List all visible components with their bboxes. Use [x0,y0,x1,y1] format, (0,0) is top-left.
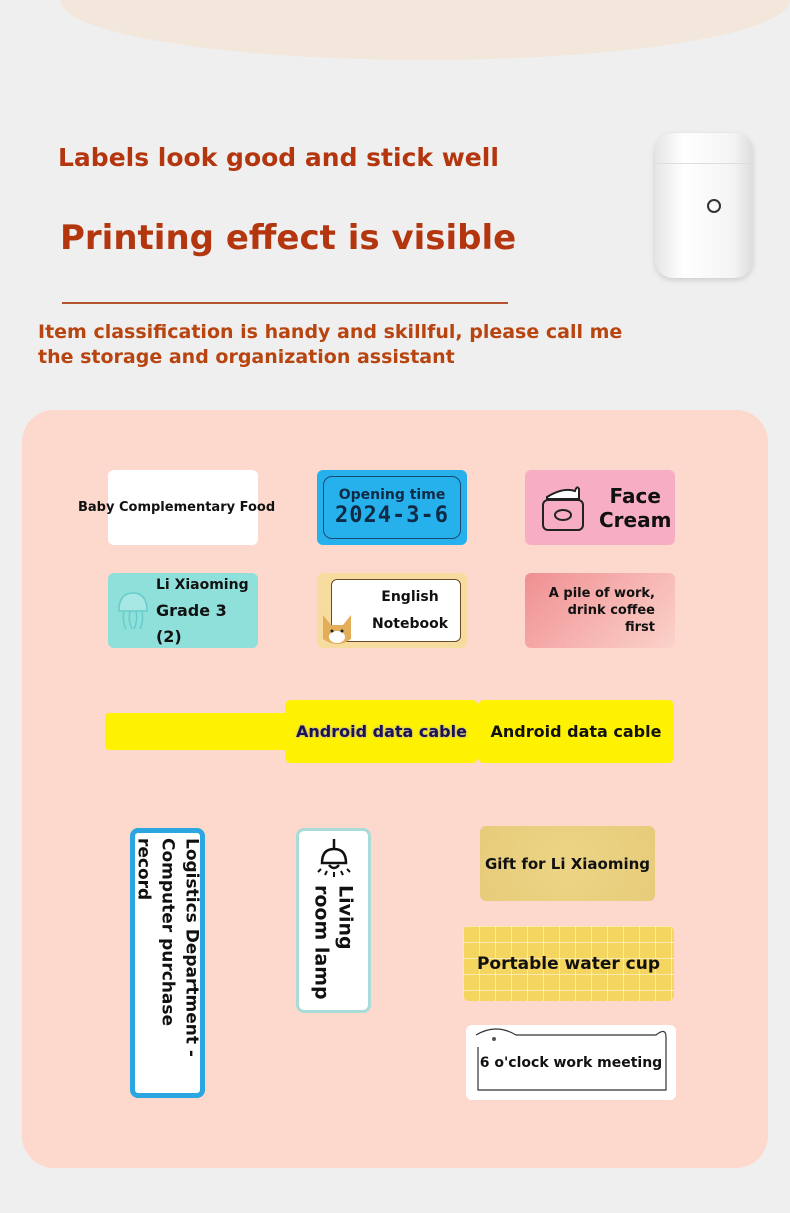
description: Item classification is handy and skillfu… [38,321,623,368]
label-logistics: Logistics Department -Computer purchase … [130,828,205,1098]
label-text: Grade 3 (2) [155,600,227,646]
label-text: first [625,620,655,635]
label-water-cup: Portable water cup [463,926,674,1001]
label-opening-time: Opening time 2024-3-6 [317,470,467,545]
label-text: Cream [599,507,672,532]
label-date: 2024-3-6 [335,503,449,528]
power-button-icon [707,199,721,213]
label-text: Living [334,885,357,950]
label-text: A pile of work, [548,586,655,601]
headline-small: Labels look good and stick well [58,143,499,172]
label-cable-1: Android data cable [285,700,478,763]
label-text: Opening time [338,487,446,503]
label-baby-food: Baby Complementary Food [78,470,275,545]
label-coffee: A pile of work, drink coffee first [525,573,675,648]
label-text: Baby Complementary Food [78,500,276,515]
label-text: Notebook [371,615,449,632]
label-text: Computer purchase record [133,838,178,1027]
label-text: English [381,588,439,605]
divider [62,302,508,304]
label-cable-2: Android data cable [478,700,674,763]
headline-large: Printing effect is visible [60,218,517,258]
yellow-tape-strip [105,713,290,750]
label-text: Face [609,483,661,508]
cream-jar-icon [542,485,584,531]
label-gift: Gift for Li Xiaoming [480,826,655,901]
decorative-wave [60,0,790,60]
dog-frame-icon [475,1028,667,1091]
label-text: 6 o'clock work meeting [479,1054,663,1071]
label-text: drink coffee [567,603,655,618]
jellyfish-icon [118,591,148,629]
lamp-icon [316,839,351,877]
label-text: room lamp [310,885,333,1000]
corgi-icon [323,615,351,644]
label-printer-image [655,133,753,278]
label-text: Logistics Department - [181,838,202,1057]
label-meeting: 6 o'clock work meeting [466,1025,676,1100]
label-text: Li Xiaoming [155,576,249,593]
